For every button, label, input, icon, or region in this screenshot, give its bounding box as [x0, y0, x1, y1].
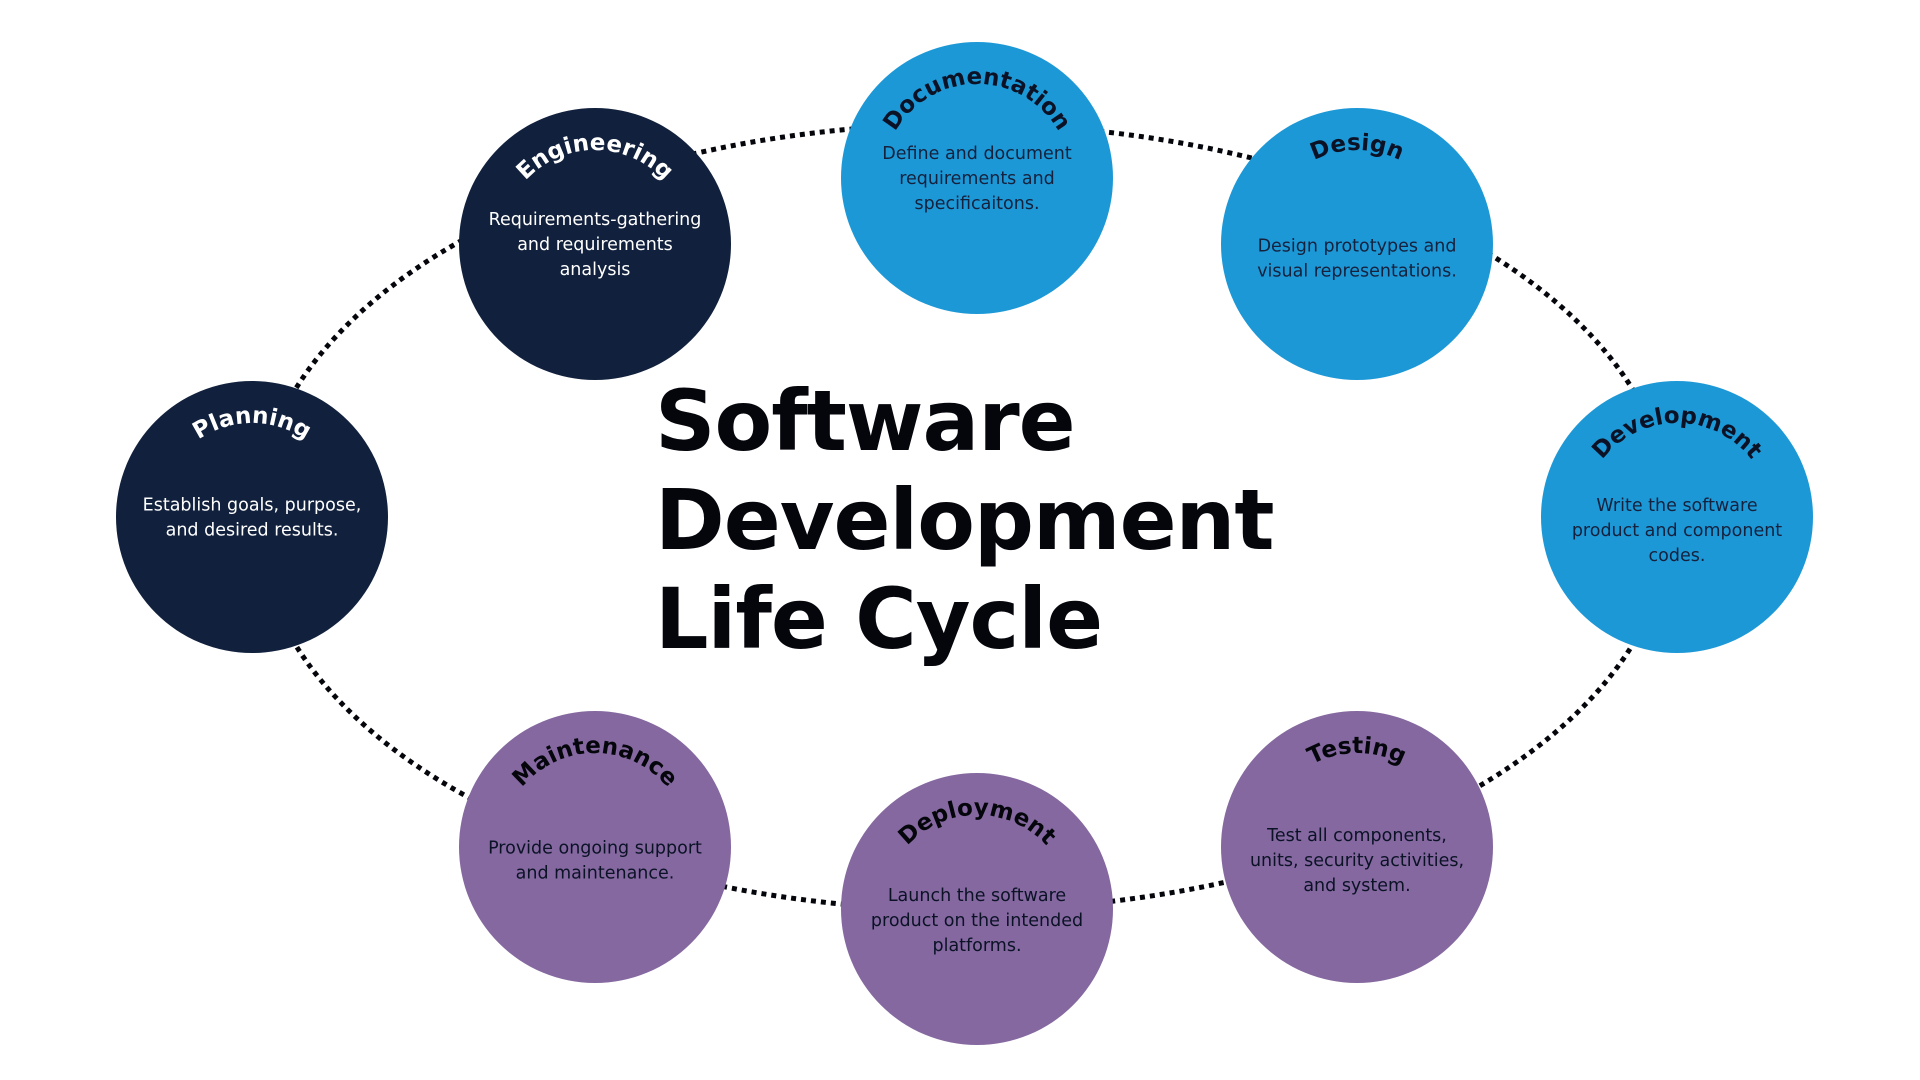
stage-circle	[841, 42, 1113, 314]
stage-circle	[116, 381, 388, 653]
stage-description-line: Provide ongoing support	[488, 839, 702, 859]
stage-circle	[1541, 381, 1813, 653]
stage-circle	[1221, 108, 1493, 380]
page-title: Software Development Life Cycle	[655, 372, 1275, 669]
stage-description-line: units, security activities,	[1250, 851, 1464, 871]
stage-description-line: Write the software	[1596, 496, 1757, 516]
stage-circle	[841, 773, 1113, 1045]
stage-description-line: Define and document	[882, 144, 1072, 164]
stage-description-line: product on the intended	[871, 911, 1083, 931]
stage-circle	[459, 711, 731, 983]
stage-description-line: and desired results.	[166, 521, 339, 541]
stage-description-line: analysis	[560, 260, 631, 280]
stage-description-line: and system.	[1303, 876, 1410, 896]
stage-description-line: specificaitons.	[914, 194, 1039, 214]
stage-description-line: requirements and	[899, 169, 1055, 189]
stage-description-line: visual representations.	[1257, 262, 1457, 282]
stage-circle	[1221, 711, 1493, 983]
title-line-1: Software	[655, 372, 1076, 470]
title-line-3: Life Cycle	[655, 570, 1103, 668]
stage-description-line: Design prototypes and	[1258, 237, 1457, 257]
stage-description-line: Test all components,	[1266, 826, 1447, 846]
stage-description-line: codes.	[1649, 546, 1706, 566]
stage-description-line: Launch the software	[888, 886, 1066, 906]
stage-circle	[459, 108, 731, 380]
stage-description-line: Requirements-gathering	[489, 210, 702, 230]
stage-description-line: and requirements	[517, 235, 673, 255]
stage-description-line: platforms.	[932, 936, 1021, 956]
stage-description-line: and maintenance.	[516, 864, 675, 884]
stage-description-line: Establish goals, purpose,	[143, 496, 362, 516]
stage-description-line: product and component	[1572, 521, 1782, 541]
title-line-2: Development	[655, 471, 1275, 569]
